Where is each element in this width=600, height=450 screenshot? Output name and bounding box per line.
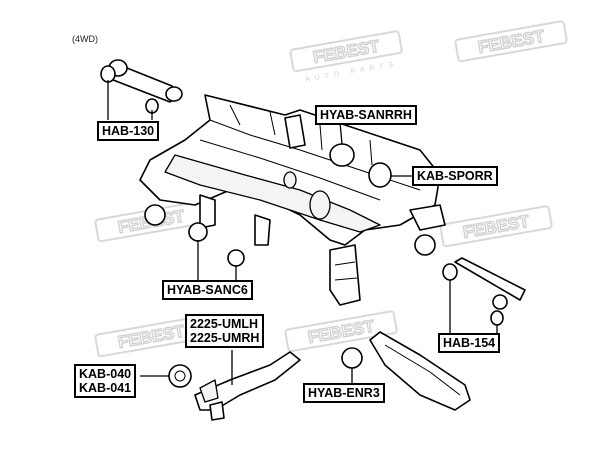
part-label-kab-sporr[interactable]: KAB-SPORR [412, 166, 498, 186]
bushing-hyab-sanrrh [329, 143, 355, 167]
upper-control-arm-left [100, 59, 183, 114]
part-label-hyab-sanc6[interactable]: HYAB-SANC6 [162, 280, 253, 300]
part-label-hyab-sanrrh[interactable]: HYAB-SANRRH [315, 105, 417, 125]
bushing-left-mount [144, 204, 166, 226]
bushing-kab-sporr [368, 162, 392, 188]
bushing-right-mount [414, 234, 436, 256]
upper-control-arm-right [442, 257, 526, 326]
leader-lines [107, 80, 498, 385]
part-number: KAB-SPORR [417, 169, 493, 183]
lower-control-arm [341, 331, 471, 411]
part-label-kab-040[interactable]: KAB-040 KAB-041 [74, 364, 137, 398]
part-number: KAB-040 [79, 367, 132, 381]
part-label-hab-130[interactable]: HAB-130 [97, 121, 160, 141]
watermark-logo: AUTO PARTS FEBEST [289, 30, 403, 84]
variant-note: (4WD) [72, 34, 98, 44]
watermark-logo: FEBEST [439, 205, 553, 248]
trailing-arm [194, 351, 301, 421]
part-label-hab-154[interactable]: HAB-154 [438, 333, 501, 353]
rear-subframe [139, 94, 446, 306]
bushing-hyab-sanc6-b [227, 249, 245, 267]
watermark-logo: FEBEST [454, 20, 568, 63]
part-number: HAB-154 [443, 336, 496, 350]
part-number: 2225-UMRH [190, 331, 260, 345]
bushing-hyab-sanc6-a [188, 222, 208, 242]
part-number: KAB-041 [79, 381, 132, 395]
part-label-2225-uml[interactable]: 2225-UMLH 2225-UMRH [185, 314, 265, 348]
part-number: HYAB-ENR3 [308, 386, 380, 400]
part-number: HYAB-SANRRH [320, 108, 412, 122]
part-number: HYAB-SANC6 [167, 283, 248, 297]
part-label-hyab-enr3[interactable]: HYAB-ENR3 [303, 383, 385, 403]
part-number: 2225-UMLH [190, 317, 259, 331]
bushing-kab-040 [168, 364, 192, 388]
part-number: HAB-130 [102, 124, 155, 138]
